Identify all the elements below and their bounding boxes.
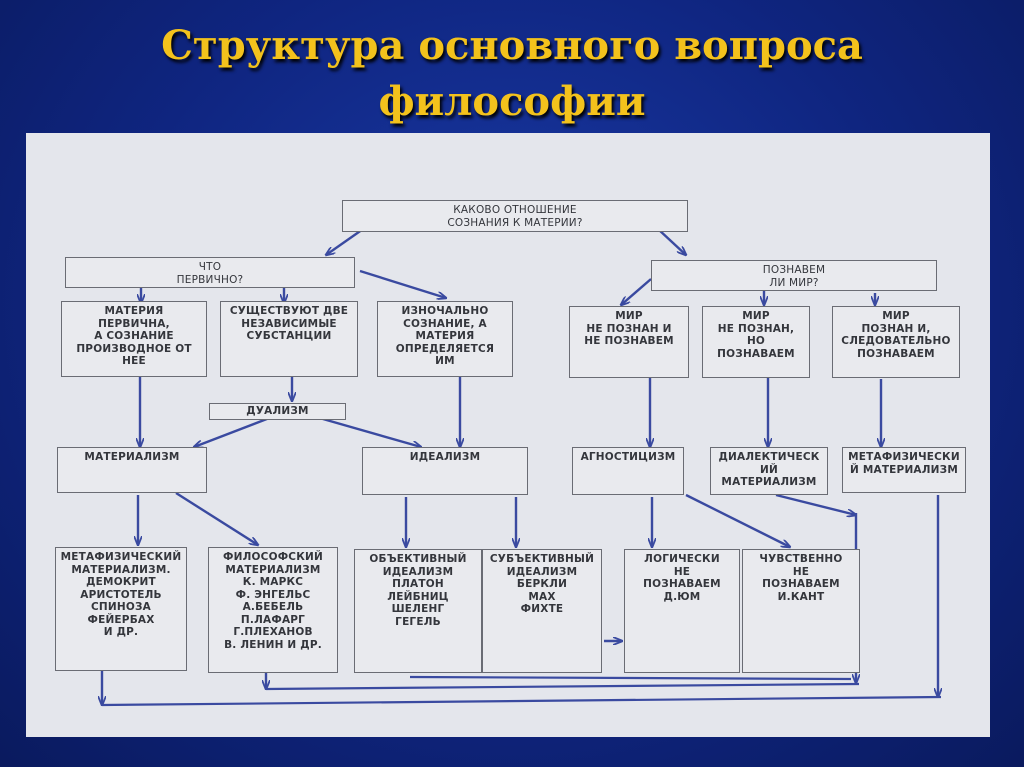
box-philosophical-list: ФИЛОСОФСКИЙ МАТЕРИАЛИЗМ К. МАРКС Ф. ЭНГЕ… [208, 547, 338, 673]
box-primary: ЧТО ПЕРВИЧНО? [65, 257, 355, 288]
diagram-sheet: КАКОВО ОТНОШЕНИЕ СОЗНАНИЯ К МАТЕРИИ? ЧТО… [26, 133, 990, 737]
box-agnosticism: АГНОСТИЦИЗМ [572, 447, 684, 495]
arrow-agnostic-to-sense [685, 493, 790, 547]
box-dialectical-materialism: ДИАЛЕКТИЧЕСК ИЙ МАТЕРИАЛИЗМ [710, 447, 828, 495]
arrow-materialism-to-philos-list [175, 491, 258, 545]
box-sensually-unknowable: ЧУВСТВЕННО НЕ ПОЗНАВАЕМ И.КАНТ [742, 549, 860, 673]
box-dualism: ДУАЛИЗМ [209, 403, 346, 420]
box-materialism: МАТЕРИАЛИЗМ [57, 447, 207, 493]
arrow-dialectic-right [775, 493, 856, 515]
box-metaphysical-list: МЕТАФИЗИЧЕСКИЙ МАТЕРИАЛИЗМ. ДЕМОКРИТ АРИ… [55, 547, 187, 671]
box-world-unknown: МИР НЕ ПОЗНАН И НЕ ПОЗНАВЕМ [569, 306, 689, 378]
box-world-knowable: МИР НЕ ПОЗНАН, НО ПОЗНАВАЕМ [702, 306, 810, 378]
box-logically-unknowable: ЛОГИЧЕСКИ НЕ ПОЗНАВАЕМ Д.ЮМ [624, 549, 740, 673]
box-consciousness-primary: ИЗНОЧАЛЬНО СОЗНАНИЕ, А МАТЕРИЯ ОПРЕДЕЛЯЕ… [377, 301, 513, 377]
arrow-knowable-to-unknown [621, 278, 652, 305]
arrow-dualism-to-idealism [315, 415, 421, 447]
box-subjective-idealism: СУБЪЕКТИВНЫЙ ИДЕАЛИЗМ БЕРКЛИ МАХ ФИХТЕ [482, 549, 602, 673]
arrow-question-to-knowable [657, 228, 686, 255]
box-knowable: ПОЗНАВЕМ ЛИ МИР? [651, 260, 937, 291]
slide-title: Структура основного вопроса философии [0, 18, 1024, 130]
box-two-substances: СУЩЕСТВУЮТ ДВЕ НЕЗАВИСИМЫЕ СУБСТАНЦИИ [220, 301, 358, 377]
box-matter-primary: МАТЕРИЯ ПЕРВИЧНА, А СОЗНАНИЕ ПРОИЗВОДНОЕ… [61, 301, 207, 377]
box-objective-idealism: ОБЪЕКТИВНЫЙ ИДЕАЛИЗМ ПЛАТОН ЛЕЙБНИЦ ШЕЛЕ… [354, 549, 482, 673]
title-line-1: Структура основного вопроса [161, 22, 863, 69]
box-world-known: МИР ПОЗНАН И, СЛЕДОВАТЕЛЬНО ПОЗНАВАЕМ [832, 306, 960, 378]
diagram-connectors [26, 226, 990, 707]
title-line-2: философии [378, 78, 646, 125]
arrow-dualism-to-materialism [194, 415, 273, 447]
box-question: КАКОВО ОТНОШЕНИЕ СОЗНАНИЯ К МАТЕРИИ? [342, 200, 688, 232]
arrow-primary-to-idea [359, 269, 446, 298]
box-idealism: ИДЕАЛИЗМ [362, 447, 528, 495]
box-metaphysical-materialism: МЕТАФИЗИЧЕСКИ Й МАТЕРИАЛИЗМ [842, 447, 966, 493]
